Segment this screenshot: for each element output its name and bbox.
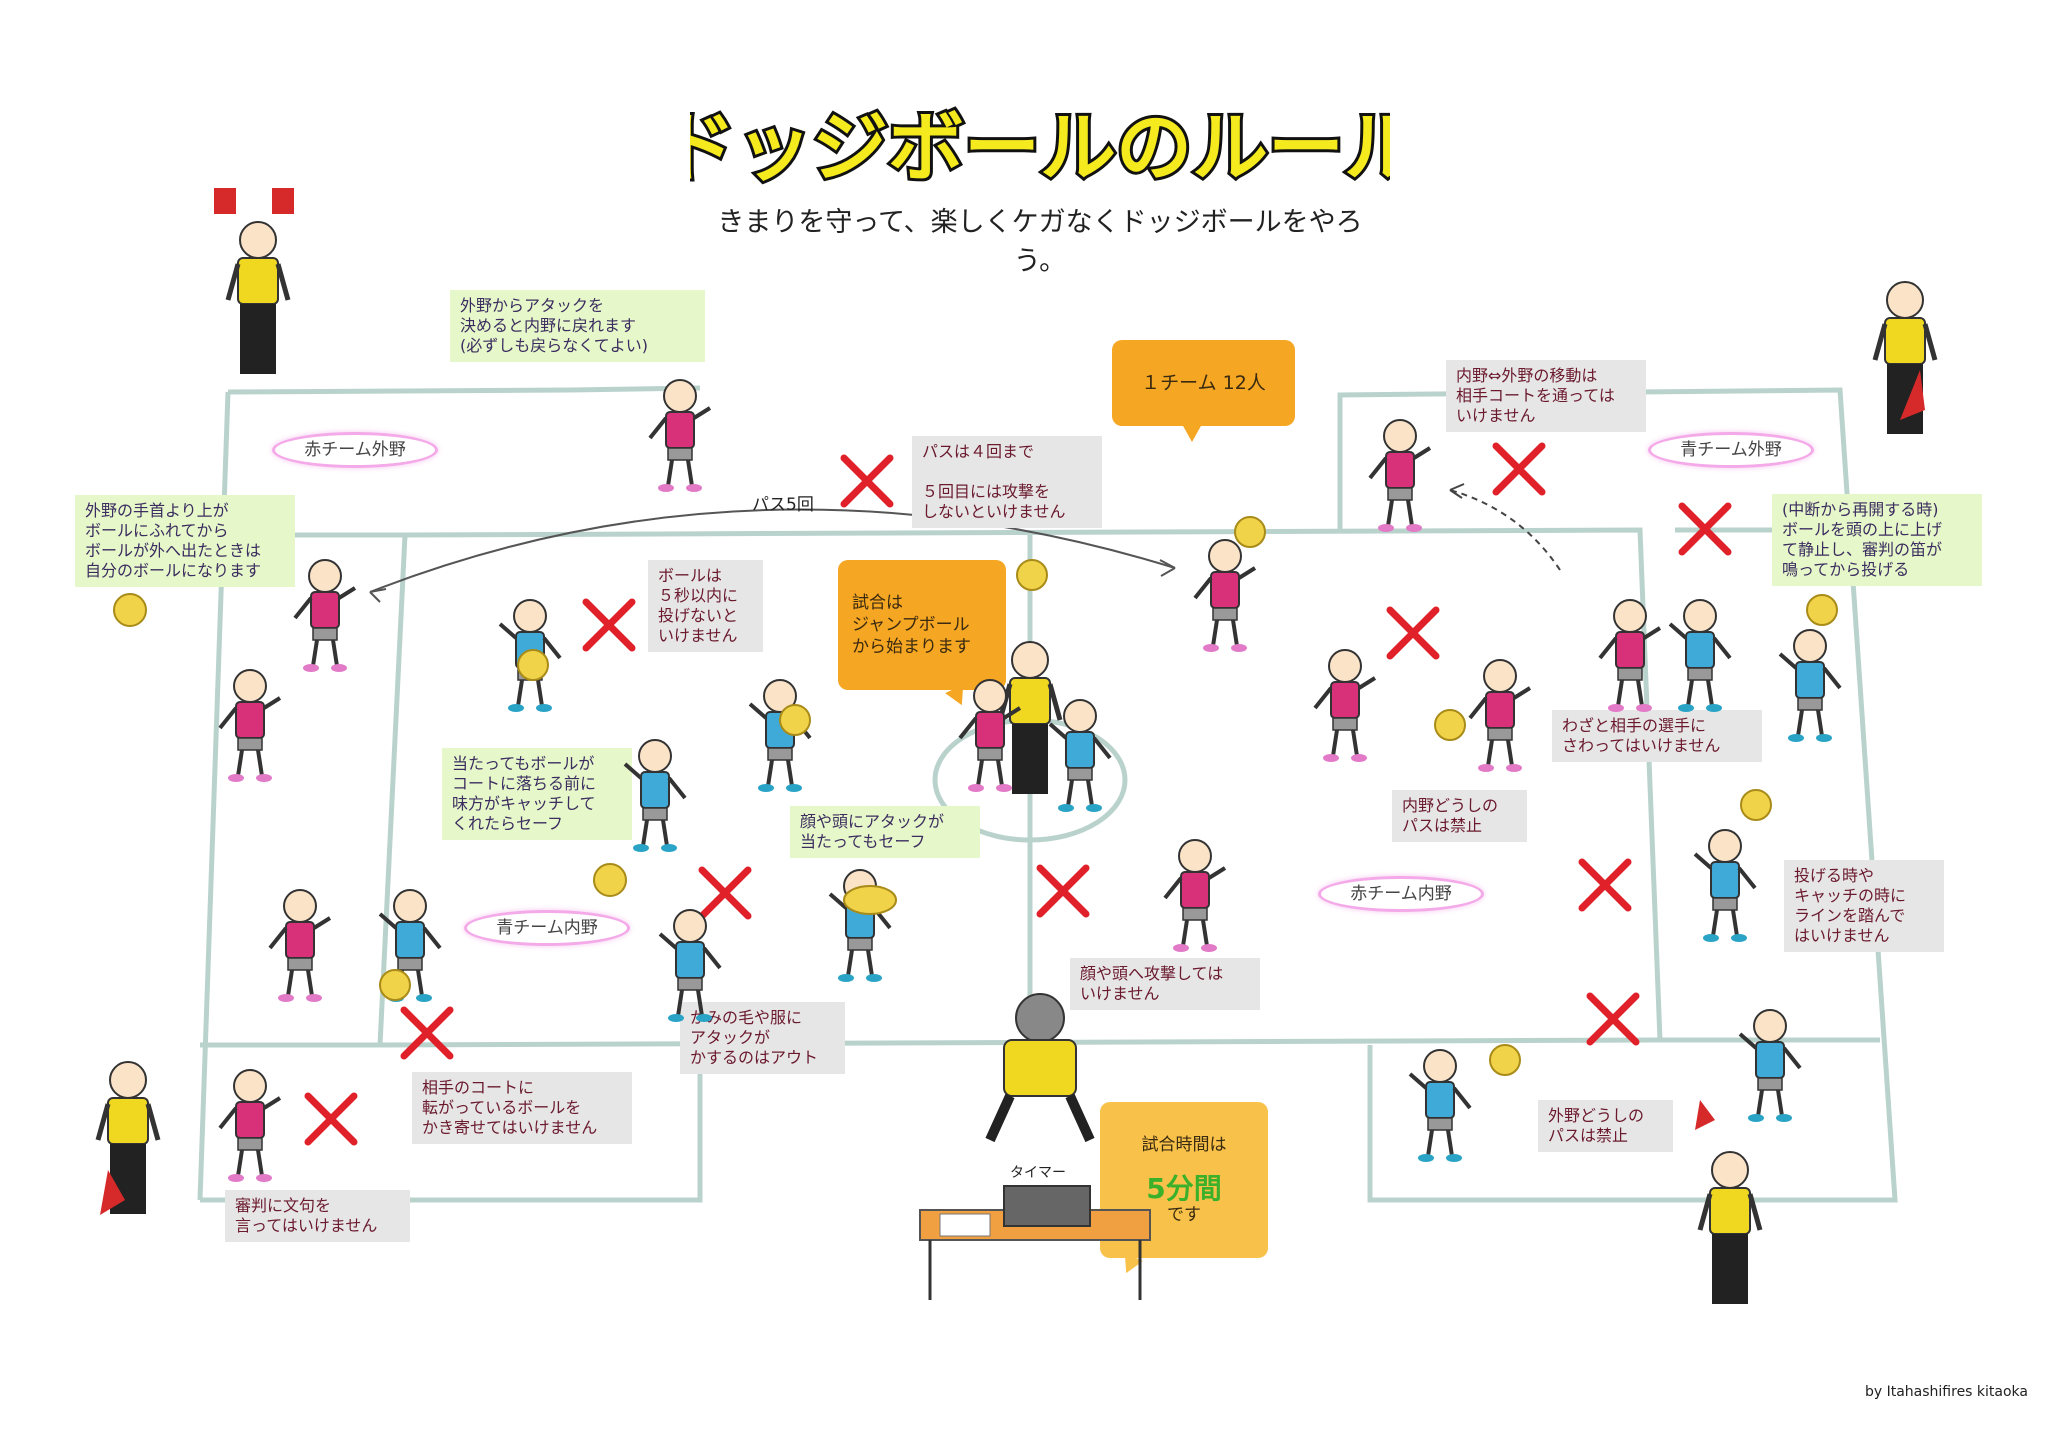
credit: by Itahashifires kitaoka [1864, 1384, 2028, 1400]
cross-mark-face-attack [1036, 864, 1090, 918]
cross-mark-five-sec [582, 598, 636, 652]
figure-red-mover [1368, 418, 1432, 534]
poster-title: ドッジボールのルール [657, 92, 1423, 202]
cross-mark-inner-pass [1386, 606, 1440, 660]
figure-blue-hit [623, 738, 687, 854]
figure-red-pusher [1598, 598, 1662, 714]
team-size-bubble: １チーム 12人 [1112, 340, 1295, 442]
figure-blue-touched [1668, 598, 1732, 714]
note-face-attack: 顔や頭へ攻撃しては いけません [1070, 958, 1260, 1010]
note-face-safe: 顔や頭にアタックが 当たってもセーフ [790, 806, 980, 858]
figure-referee-top-right [1875, 282, 1935, 434]
ball-icon [1740, 789, 1772, 821]
zone-red-outer: 赤チーム外野 [272, 432, 438, 468]
note-pass4: パスは４回まで ５回目には攻撃を しないといけません [912, 436, 1102, 528]
figure-blue-outer-passer [1408, 1048, 1472, 1164]
subtitle: きまりを守って、楽しくケガなくドッジボールをやろう。 [717, 207, 1363, 277]
cross-mark-outer-pass [1586, 992, 1640, 1046]
ball-icon [779, 704, 811, 736]
ball-icon [517, 649, 549, 681]
cross-mark-referee [304, 1092, 358, 1146]
figure-referee-top-left [214, 188, 294, 374]
game-time-post: です [1167, 1205, 1201, 1225]
figure-blue-catcher [748, 678, 812, 794]
jump-ball-text: 試合は ジャンプボール から始まります [852, 593, 971, 657]
figure-blue-line-thrower [1693, 828, 1757, 944]
figure-blue-holding-up [1778, 628, 1842, 744]
figure-red-inner-receiver [1468, 658, 1532, 774]
figure-red-attacker [1163, 838, 1227, 954]
note-line: 投げる時や キャッチの時に ラインを踏んで はいけません [1784, 860, 1944, 952]
zone-red-inner: 赤チーム内野 [1318, 876, 1484, 912]
cross-mark-rolling [400, 1006, 454, 1060]
figure-red-outer-thrower [648, 378, 712, 494]
game-time-value: 5分間 [1146, 1172, 1222, 1205]
note-touch: わざと相手の選手に さわってはいけません [1552, 710, 1762, 762]
ball-icon [379, 969, 411, 1001]
cross-mark-line [1578, 858, 1632, 912]
note-restart: (中断から再開する時) ボールを頭の上に上げ て静止し、審判の笛が 鳴ってから投… [1772, 494, 1982, 586]
figure-blue-hair [658, 908, 722, 1024]
note-rolling: 相手のコートに 転がっているボールを かき寄せてはいけません [412, 1072, 632, 1144]
cross-mark-hair [698, 866, 752, 920]
timer-table [919, 1185, 1151, 1300]
figure-red-runner [1193, 538, 1257, 654]
figure-red-outer-jumper [218, 668, 282, 784]
cross-mark-pass [840, 454, 894, 508]
ball-icon [113, 593, 147, 627]
ball-icon [1234, 516, 1266, 548]
figure-referee-bottom-left [98, 1062, 158, 1215]
note-five-sec: ボールは ５秒以内に 投げないと いけません [648, 560, 763, 652]
figure-referee-bottom-right [1695, 1100, 1760, 1304]
note-safe-catch: 当たってもボールが コートに落ちる前に 味方がキャッチして くれたらセーフ [442, 748, 632, 840]
cross-mark-restart [1678, 502, 1732, 556]
timer-device [1003, 1185, 1091, 1227]
ball-icon [843, 885, 897, 915]
ball-icon [593, 863, 627, 897]
ball-icon [1806, 594, 1838, 626]
figure-red-outer-catcher [293, 558, 357, 674]
figure-red-inner-passer [1313, 648, 1377, 764]
figure-red-reacher [268, 888, 332, 1004]
note-referee: 審判に文句を 言ってはいけません [225, 1190, 410, 1242]
figure-blue-outer-receiver [1738, 1008, 1802, 1124]
zone-blue-inner: 青チーム内野 [464, 910, 630, 946]
timer-label: タイマー [1010, 1165, 1066, 1181]
game-time-pre: 試合時間は [1141, 1135, 1227, 1155]
note-hair: かみの毛や服に アタックが かするのはアウト [680, 1002, 845, 1074]
game-time-bubble: 試合時間は 5分間 です [1100, 1102, 1268, 1278]
figure-referee-center [1000, 642, 1060, 794]
ball-icon [1016, 559, 1048, 591]
ball-icon [1434, 709, 1466, 741]
note-outer-pass: 外野どうしの パスは禁止 [1538, 1100, 1673, 1152]
jump-ball-bubble: 試合は ジャンプボール から始まります [838, 560, 1006, 710]
zone-blue-outer: 青チーム外野 [1648, 432, 1814, 468]
figure-red-complainer [218, 1068, 282, 1184]
note-outer-wrist: 外野の手首より上が ボールにふれてから ボールが外へ出たときは 自分のボールにな… [75, 495, 295, 587]
pass5-label: パス5回 [752, 495, 814, 515]
note-move: 内野⇔外野の移動は 相手コートを通っては いけません [1446, 360, 1646, 432]
note-inner-pass: 内野どうしの パスは禁止 [1392, 790, 1527, 842]
team-size-text: １チーム 12人 [1141, 372, 1266, 394]
figure-timekeeper [985, 993, 1095, 1143]
ball-icon [1489, 1044, 1521, 1076]
title-text: ドッジボールのルール [690, 103, 1390, 192]
note-return: 外野からアタックを 決めると内野に戻れます (必ずしも戻らなくてよい) [450, 290, 705, 362]
cross-mark-move [1492, 442, 1546, 496]
